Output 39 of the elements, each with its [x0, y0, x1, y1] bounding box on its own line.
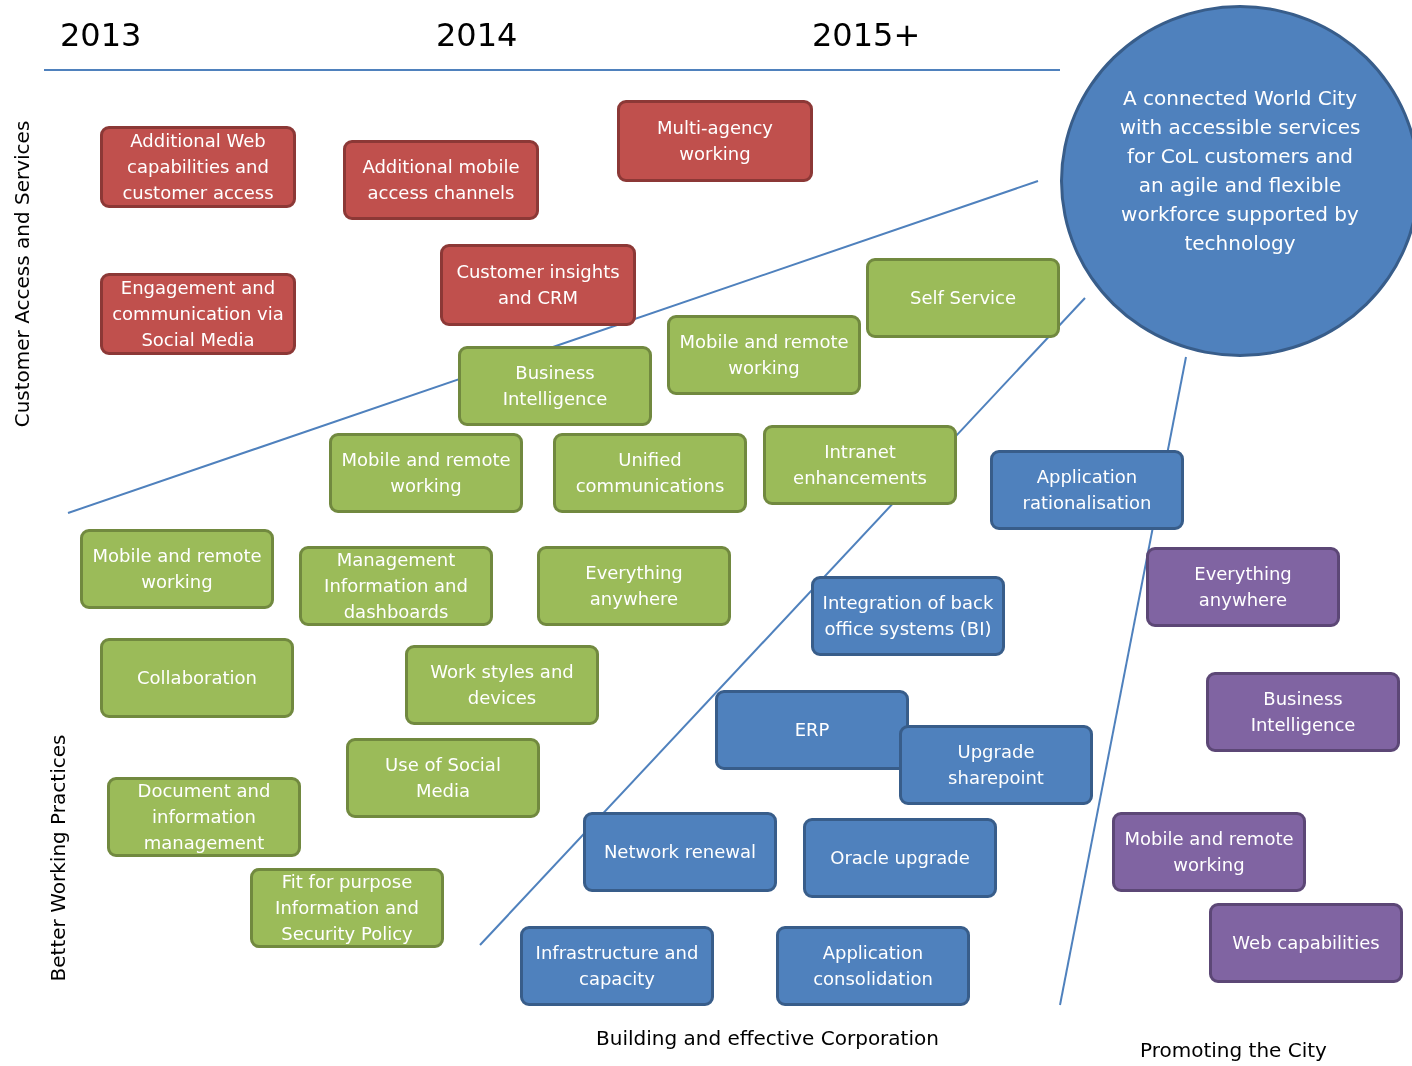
vision-circle: A connected World City with accessible services for CoL customers and an agile and flexible workforce supported by technology: [1060, 5, 1412, 357]
initiative-box: Additional Web capabilities and customer access: [100, 126, 296, 208]
initiative-box: Mobile and remote working: [667, 315, 861, 395]
initiative-box: Integration of back office systems (BI): [811, 576, 1005, 656]
initiative-box: Engagement and communication via Social Media: [100, 273, 296, 355]
year-heading: 2013: [60, 16, 142, 54]
initiative-box: Infrastructure and capacity: [520, 926, 714, 1006]
initiative-box: Network renewal: [583, 812, 777, 892]
initiative-box: Self Service: [866, 258, 1060, 338]
initiative-box: Document and information management: [107, 777, 301, 857]
initiative-box: Intranet enhancements: [763, 425, 957, 505]
initiative-box: Work styles and devices: [405, 645, 599, 725]
year-heading: 2014: [436, 16, 518, 54]
initiative-box: Collaboration: [100, 638, 294, 718]
initiative-box: Application consolidation: [776, 926, 970, 1006]
initiative-box: Multi-agency working: [617, 100, 813, 182]
initiative-box: Mobile and remote working: [80, 529, 274, 609]
axis-label: Better Working Practices: [46, 734, 70, 982]
initiative-box: Mobile and remote working: [329, 433, 523, 513]
initiative-box: Business Intelligence: [1206, 672, 1400, 752]
initiative-box: Web capabilities: [1209, 903, 1403, 983]
section-label: Building and effective Corporation: [596, 1026, 939, 1050]
year-heading: 2015+: [812, 16, 921, 54]
axis-label: Customer Access and Services: [10, 120, 34, 428]
initiative-box: Use of Social Media: [346, 738, 540, 818]
initiative-box: Additional mobile access channels: [343, 140, 539, 220]
initiative-box: Mobile and remote working: [1112, 812, 1306, 892]
initiative-box: Fit for purpose Information and Security Policy: [250, 868, 444, 948]
initiative-box: Business Intelligence: [458, 346, 652, 426]
initiative-box: Upgrade sharepoint: [899, 725, 1093, 805]
initiative-box: Unified communications: [553, 433, 747, 513]
initiative-box: ERP: [715, 690, 909, 770]
initiative-box: Management Information and dashboards: [299, 546, 493, 626]
section-label: Promoting the City: [1140, 1038, 1327, 1062]
initiative-box: Application rationalisation: [990, 450, 1184, 530]
initiative-box: Oracle upgrade: [803, 818, 997, 898]
initiative-box: Everything anywhere: [537, 546, 731, 626]
initiative-box: Customer insights and CRM: [440, 244, 636, 326]
initiative-box: Everything anywhere: [1146, 547, 1340, 627]
